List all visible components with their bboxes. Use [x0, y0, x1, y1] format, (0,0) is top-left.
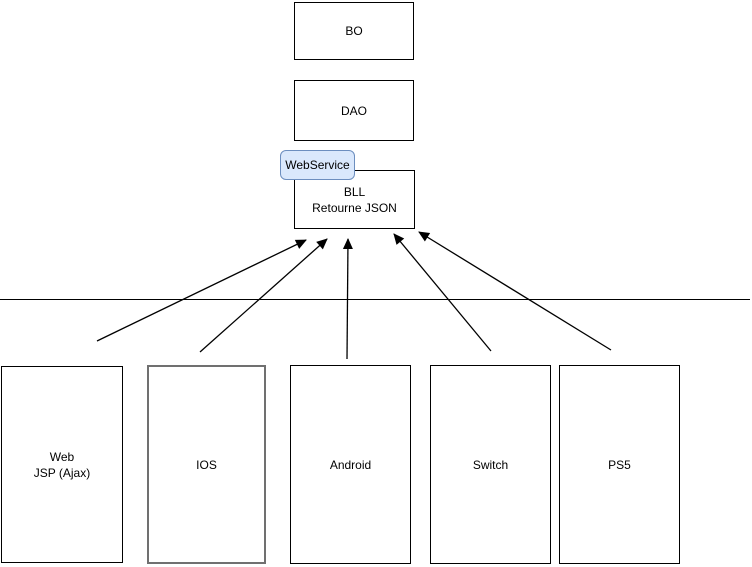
node-bo: BO	[294, 2, 414, 60]
node-android-label: Android	[329, 457, 372, 472]
node-bll-label-line2: Retourne JSON	[312, 200, 397, 215]
webservice-badge-label: WebService	[285, 158, 350, 172]
arrow-web-to-bll	[96, 239, 307, 342]
node-web-label-line1: Web	[49, 449, 75, 464]
node-dao-label: DAO	[340, 103, 367, 118]
arrow-switch-to-bll	[393, 233, 492, 352]
node-ios-label: IOS	[196, 457, 217, 472]
node-switch: Switch	[430, 365, 551, 564]
arrow-ps5-to-bll	[418, 231, 612, 351]
node-bo-label: BO	[345, 24, 363, 38]
arrow-ios-to-bll	[199, 238, 328, 353]
node-ios: IOS	[147, 365, 266, 564]
node-ps5: PS5	[559, 365, 680, 564]
node-switch-label: Switch	[472, 457, 509, 472]
node-dao: DAO	[294, 80, 414, 141]
separator-line	[0, 299, 750, 300]
node-web-label-line2: JSP (Ajax)	[33, 465, 91, 480]
node-bll-label-line1: BLL	[343, 184, 366, 199]
webservice-badge: WebService	[280, 150, 355, 180]
node-android: Android	[290, 365, 411, 564]
node-ps5-label: PS5	[608, 457, 631, 472]
